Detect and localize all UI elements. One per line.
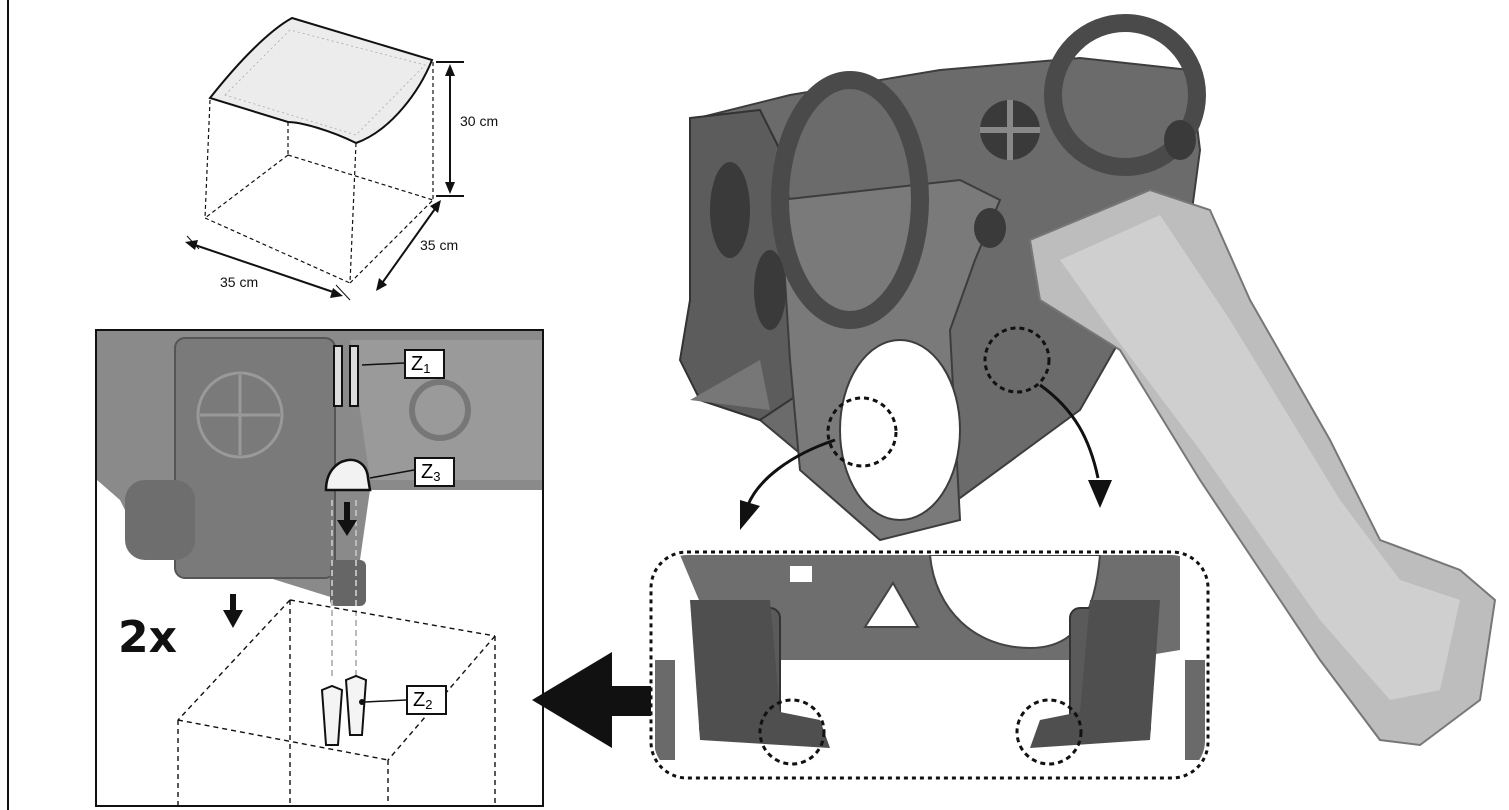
curved-arrow-icon xyxy=(1088,480,1112,508)
big-left-arrow-icon xyxy=(532,652,662,748)
height-dimension-label: 30 cm xyxy=(460,113,499,129)
detail-circle-left xyxy=(826,396,898,468)
quantity-multiplier: 2x xyxy=(118,612,177,663)
width-dimension-label: 35 cm xyxy=(220,274,259,290)
curved-arrow-icon xyxy=(740,500,760,530)
base-detail-callout xyxy=(649,550,1210,780)
part-label-z3: Z3 xyxy=(414,457,455,487)
screw-z1 xyxy=(333,345,359,407)
depth-dimension-label: 35 cm xyxy=(420,237,459,253)
detail-circle-foot-right xyxy=(1015,698,1083,766)
detail-circle-foot-left xyxy=(758,698,826,766)
cap-z3 xyxy=(324,458,372,492)
handle-ring-right xyxy=(1044,14,1206,176)
handle-ring-left xyxy=(771,71,929,329)
detail-panel xyxy=(95,329,544,807)
playframe-slide xyxy=(678,14,1497,747)
sandbag xyxy=(208,16,434,145)
frame-leg xyxy=(174,337,336,579)
triangle-cutout xyxy=(863,581,920,628)
detail-circle-right xyxy=(983,326,1051,394)
part-label-z1: Z1 xyxy=(404,349,445,379)
down-arrow-icon xyxy=(223,502,357,628)
dowel-z2 xyxy=(320,674,368,746)
part-label-z2: Z2 xyxy=(406,685,447,715)
sandbag-dimension-drawing xyxy=(185,16,464,301)
